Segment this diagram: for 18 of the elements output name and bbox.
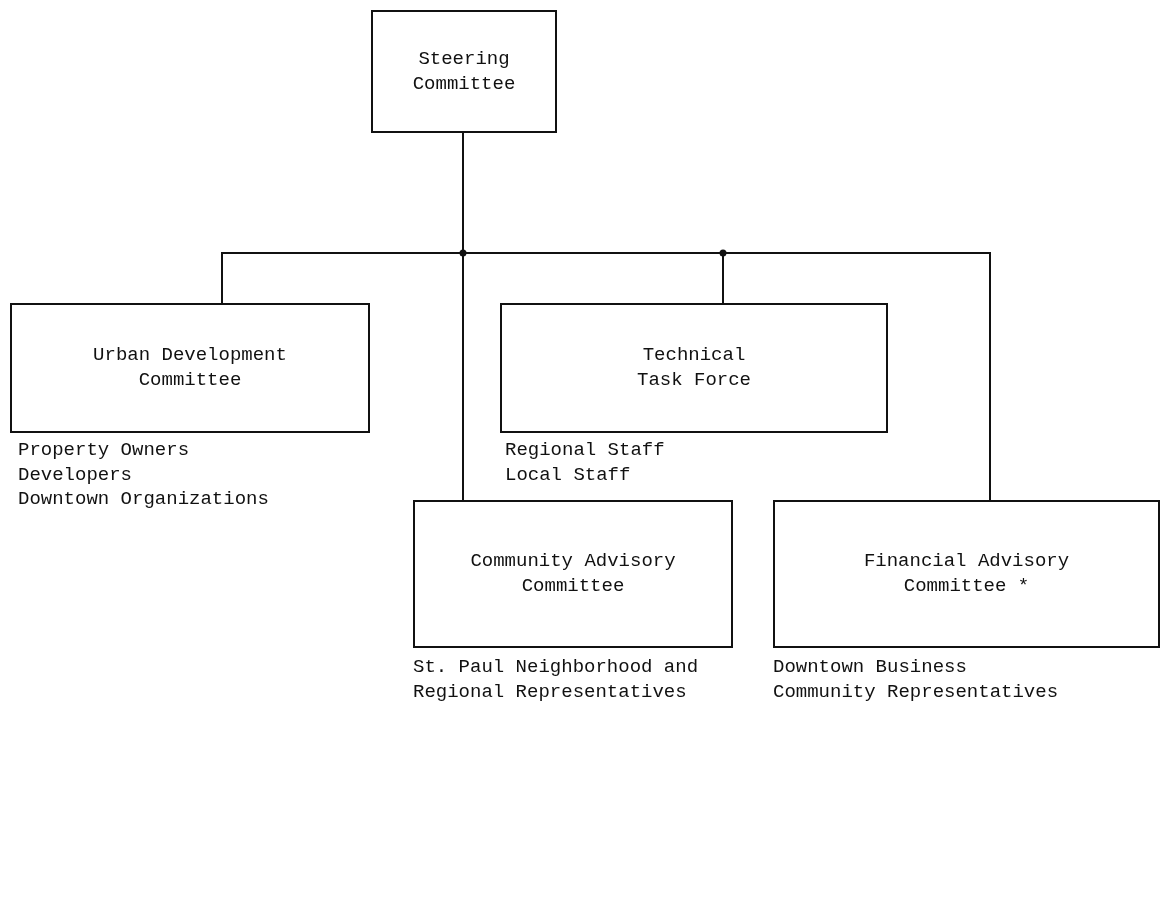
member-text: Community Representatives	[773, 679, 1059, 705]
member-text: Regional Staff	[505, 438, 665, 463]
member-text: St. Paul Neighborhood and Regional Representatives	[413, 655, 700, 705]
member-text: Downtown Organizations	[18, 487, 269, 513]
member-text: Downtown Business	[773, 655, 968, 680]
committee-box	[500, 303, 888, 433]
committee-name: Financial Advisory Committee *	[862, 549, 1071, 599]
member-text: Property Owners	[18, 438, 191, 463]
member-text: Developers	[18, 462, 134, 488]
committee-box	[773, 500, 1160, 648]
committee-box	[371, 10, 557, 133]
committee-box	[413, 500, 733, 648]
committee-box	[10, 303, 370, 433]
committee-name: Community Advisory Committee	[469, 549, 677, 599]
committee-name: Technical Task Force	[636, 343, 752, 393]
member-text: Local Staff	[505, 462, 632, 488]
committee-name: Urban Development Committee	[92, 343, 288, 393]
committee-name: Steering Committee	[411, 46, 517, 97]
